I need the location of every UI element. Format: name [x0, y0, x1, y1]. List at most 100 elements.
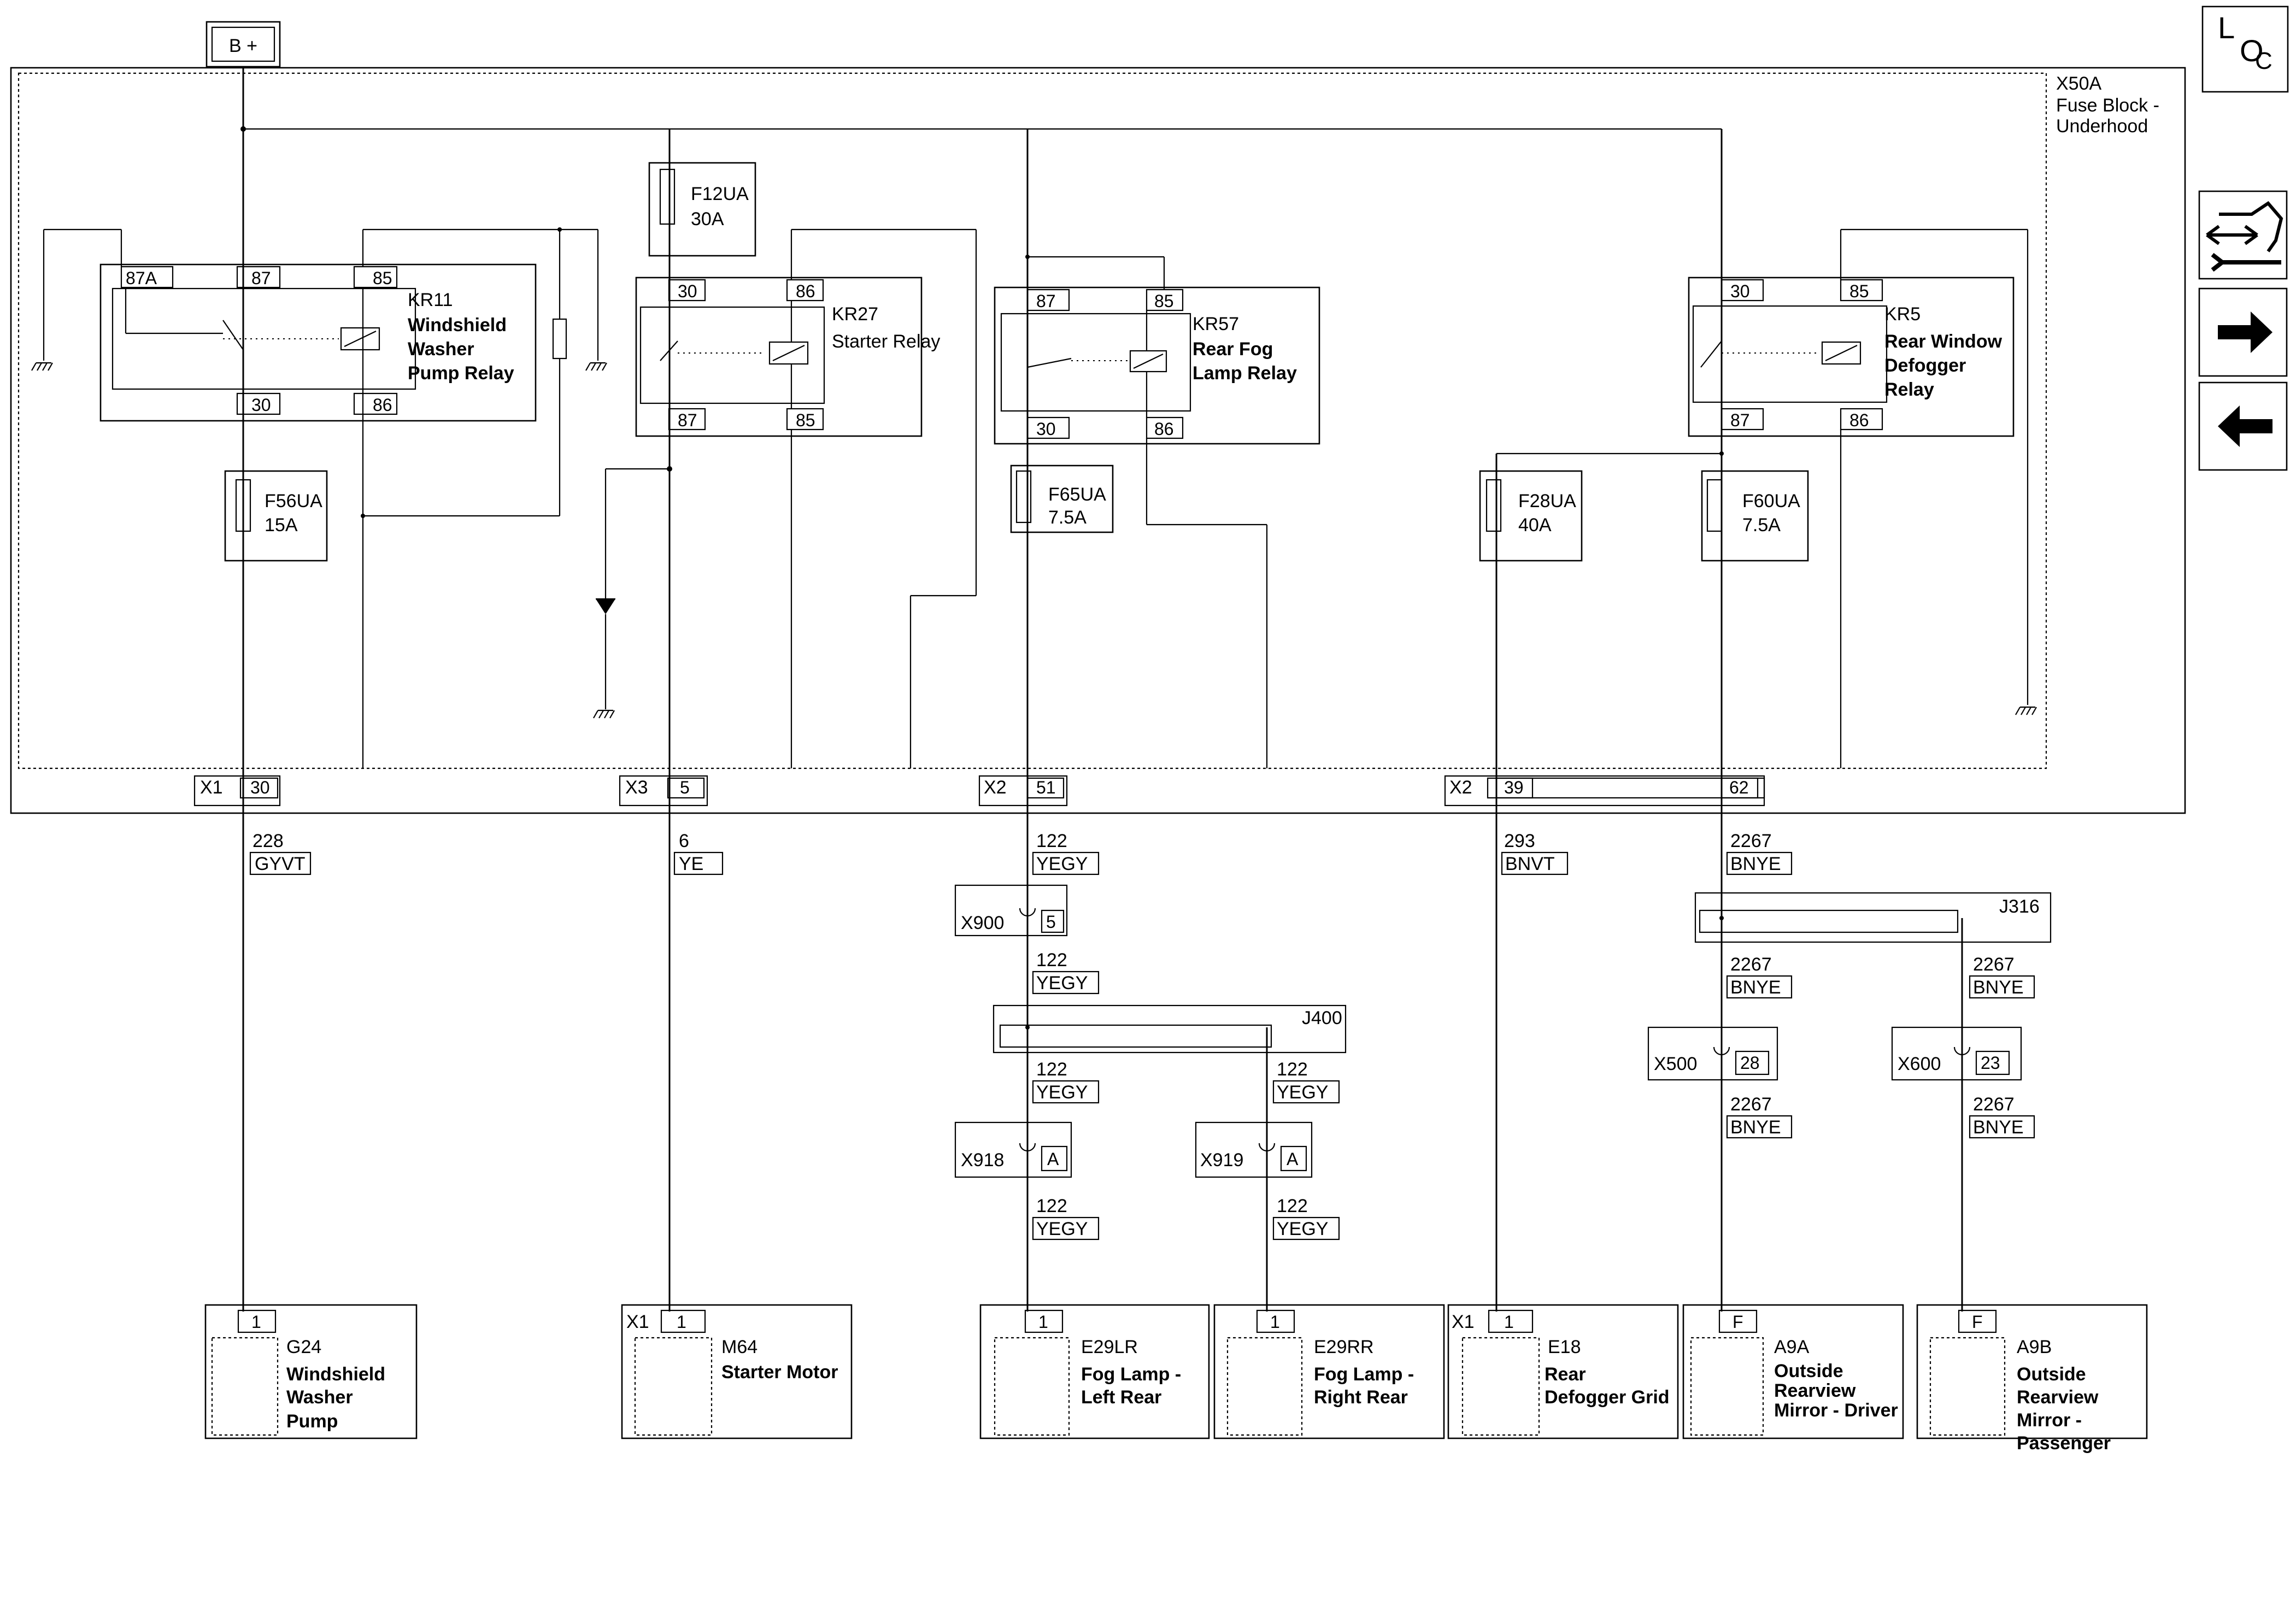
wire-number: 122 [1277, 1196, 1308, 1216]
inline-connector-x500: X500 28 [1647, 1026, 1778, 1081]
bus-wiring [240, 67, 1723, 1312]
kr57-pin-87: 87 [1036, 291, 1056, 311]
kr27-pin-30: 30 [678, 281, 697, 301]
loc-letter-c: C [2255, 48, 2272, 74]
m64-pin: 1 [677, 1312, 686, 1332]
wire-label-2267-e: 2267 BNYE [1969, 1094, 2035, 1139]
inline-connector-x919: X919 A [1195, 1121, 1313, 1178]
x900-id: X900 [961, 913, 1004, 933]
f56ua-id: F56UA [265, 491, 322, 511]
wire-color: BNYE [1973, 1117, 2024, 1138]
arrow-right-icon [2218, 311, 2272, 353]
a9a-pin: F [1733, 1312, 1743, 1332]
g24-name-2: Washer [286, 1387, 353, 1408]
wire-label-122-c: 122 YEGY [1032, 1059, 1100, 1104]
x2a-pin: 51 [1036, 778, 1056, 797]
kr11-pin-30: 30 [251, 395, 271, 415]
wire-color: YEGY [1036, 854, 1088, 874]
component-locator-button[interactable] [2198, 190, 2288, 280]
previous-page-button[interactable] [2198, 381, 2288, 471]
wire-color: YE [679, 854, 703, 874]
fuse-block-x50a: X50A Fuse Block - Underhood [10, 67, 2186, 814]
kr57-name-1: Rear Fog [1193, 339, 1273, 360]
kr11-pin-86: 86 [373, 395, 392, 415]
e29lr-name-2: Left Rear [1081, 1387, 1161, 1408]
f56ua-rating: 15A [265, 515, 298, 536]
wire-color: YEGY [1036, 1219, 1088, 1239]
kr11-id: KR11 [408, 290, 453, 310]
wire-number: 2267 [1973, 1094, 2015, 1115]
f65ua-id: F65UA [1048, 484, 1106, 505]
kr27-name-1: Starter Relay [832, 331, 940, 352]
kr5-name-3: Relay [1884, 379, 1934, 400]
x918-pin: A [1047, 1149, 1059, 1169]
wire-number: 122 [1036, 831, 1067, 851]
wire-color: YEGY [1277, 1219, 1328, 1239]
wire-number: 122 [1036, 950, 1067, 971]
supply-label: B + [229, 36, 257, 56]
kr11-pin-87: 87 [251, 268, 271, 288]
j400-id: J400 [1302, 1008, 1342, 1028]
kr5-pin-86: 86 [1849, 410, 1869, 430]
kr57-pin-30: 30 [1036, 419, 1056, 439]
a9b-pin: F [1972, 1312, 1983, 1332]
fuse-f28ua: F28UA 40A [1479, 454, 1583, 1312]
g24-id: G24 [286, 1337, 321, 1357]
kr27-id: KR27 [832, 304, 878, 325]
inline-connector-x900: X900 5 [954, 884, 1068, 937]
kr11-name-1: Windshield [408, 315, 507, 336]
j316-id: J316 [1999, 896, 2040, 917]
g24-name-3: Pump [286, 1411, 338, 1432]
wire-label-228: 228 GYVT [249, 831, 312, 875]
f28ua-id: F28UA [1518, 491, 1576, 511]
kr27-pin-86: 86 [796, 281, 815, 301]
f12ua-id: F12UA [691, 184, 749, 204]
diode-symbol [596, 599, 615, 614]
battery-supply: B + [205, 21, 281, 68]
m64-name-1: Starter Motor [721, 1362, 838, 1383]
next-page-button[interactable] [2198, 287, 2288, 377]
wire-number: 228 [252, 831, 284, 851]
wire-number: 2267 [1730, 1094, 1772, 1115]
g24-name-1: Windshield [286, 1364, 385, 1385]
fuse-block-name-1: Fuse Block - [2056, 95, 2159, 116]
wire-label-122-e: 122 YEGY [1032, 1196, 1100, 1240]
connector-x3: X3 5 [619, 775, 708, 807]
fuse-f65ua: F65UA 7.5A [1010, 464, 1114, 533]
m64-id: M64 [721, 1337, 757, 1357]
loc-letter-o: O [2240, 33, 2264, 68]
x2b-pin-a: 39 [1504, 778, 1524, 797]
f28ua-rating: 40A [1518, 515, 1552, 536]
fuse-f12ua: F12UA 30A [648, 162, 756, 257]
fuse-f60ua: F60UA 7.5A [1701, 470, 1809, 562]
x3-pin: 5 [680, 778, 690, 797]
fuse-f56ua: F56UA 15A [224, 470, 328, 562]
e18-id: E18 [1548, 1337, 1581, 1357]
wire-number: 122 [1036, 1196, 1067, 1216]
wire-number: 6 [679, 831, 689, 851]
inline-connector-x600: X600 23 [1891, 1026, 2022, 1081]
g24-pin: 1 [251, 1312, 261, 1332]
x1-id: X1 [200, 777, 223, 798]
connector-x2-39-62: X2 39 62 [1444, 775, 1765, 807]
wire-label-122-f: 122 YEGY [1272, 1196, 1340, 1240]
loc-button[interactable]: L O C [2201, 5, 2289, 93]
e29rr-pin: 1 [1270, 1312, 1280, 1332]
wire-number: 2267 [1973, 954, 2015, 975]
x600-id: X600 [1898, 1054, 1941, 1074]
wire-color: BNYE [1973, 977, 2024, 998]
f65ua-rating: 7.5A [1048, 507, 1087, 528]
connector-x2-51: X2 51 [978, 775, 1068, 807]
wire-label-122-b: 122 YEGY [1032, 950, 1100, 995]
wire-number: 293 [1504, 831, 1535, 851]
relay-kr11: 87A 87 85 30 86 KR11 Windshield Washer P… [31, 227, 607, 768]
e18-name-1: Rear [1545, 1364, 1586, 1385]
kr57-pin-85: 85 [1154, 291, 1174, 311]
wire-color: BNYE [1730, 854, 1781, 874]
ground-symbol [31, 362, 53, 371]
wire-color: BNYE [1730, 977, 1781, 998]
kr27-pin-87: 87 [678, 410, 697, 430]
m64-conn: X1 [626, 1312, 649, 1332]
component-e18: X1 1 E18 Rear Defogger Grid [1447, 1304, 1679, 1439]
arrow-left-icon [2218, 405, 2272, 447]
